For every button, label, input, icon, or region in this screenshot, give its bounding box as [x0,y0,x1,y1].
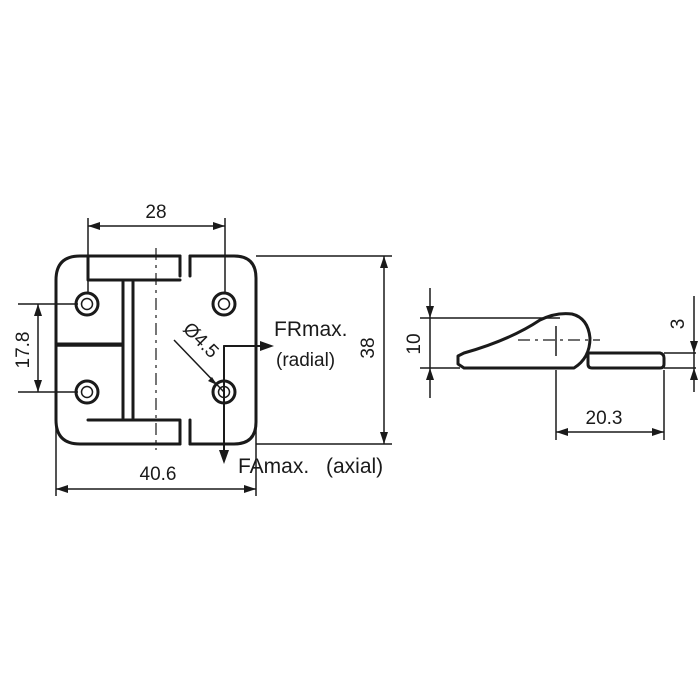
dimension-thickness: 10 [404,288,560,398]
front-view [54,248,258,450]
dimension-label: 28 [145,202,166,223]
mounting-hole [74,291,100,317]
dimension-label: 40.6 [140,464,177,485]
radial-load-indicator: FRmax. (radial) [223,318,348,371]
axial-load-sub: (axial) [326,455,383,478]
dimension-label: 10 [404,333,425,354]
dimension-hole-spacing-width: 28 [87,202,226,294]
knuckle-lines [86,254,192,446]
axial-load-label: FAmax. [238,455,309,478]
dimension-label: 3 [668,319,689,330]
radial-load-sub: (radial) [276,350,335,371]
axial-load-indicator: FAmax. (axial) [219,345,383,478]
dimension-side-length: 20.3 [555,370,665,440]
dimension-label: 20.3 [586,408,623,429]
mounting-hole [74,379,100,405]
leaf-profile [456,312,592,370]
dimension-label: Ø4.5 [178,319,222,363]
dimension-total-height: 38 [256,255,392,445]
pin-barrel [121,280,135,420]
hinge-outline [54,254,258,446]
mounting-hole [211,291,237,317]
leaf-profile [586,351,666,370]
dimension-hole-diameter: Ø4.5 [173,319,225,393]
dimension-hole-spacing-height: 17.8 [13,303,78,393]
dimension-label: 38 [358,337,379,358]
dimension-label: 17.8 [13,332,34,369]
side-view [456,312,666,370]
dimension-leaf-thickness: 3 [664,296,698,392]
dimension-total-width: 40.6 [55,420,257,496]
radial-load-label: FRmax. [274,318,348,341]
